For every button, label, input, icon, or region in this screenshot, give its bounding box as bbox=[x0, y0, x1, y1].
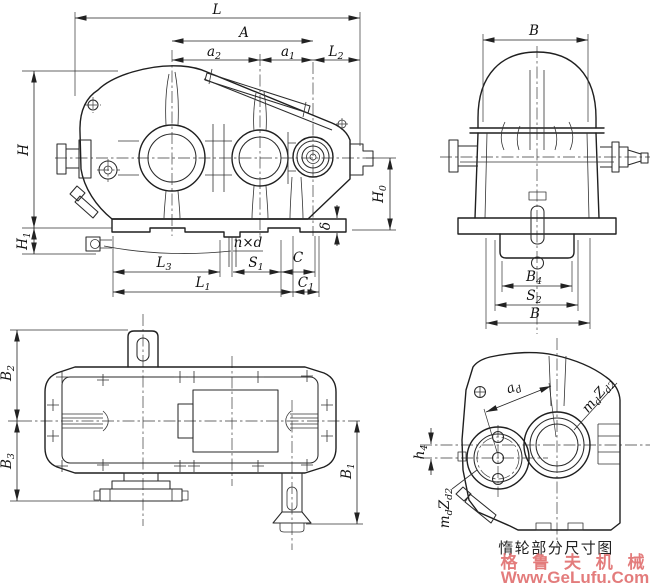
dim-label-mZ-upper: mdZd2 bbox=[579, 375, 619, 418]
front-view: L A a2 a1 L2 H H1 H0 δ n×d L3 S1 C L1 C1 bbox=[15, 2, 396, 297]
bearing-bores bbox=[87, 99, 347, 192]
watermark-brand: 格 鲁 夫 机 械 bbox=[501, 552, 650, 572]
front-dimensions: L A a2 a1 L2 H H1 H0 δ n×d L3 S1 C L1 C1 bbox=[15, 2, 396, 297]
dim-label-a1: a1 bbox=[281, 44, 295, 62]
dim-label-B2: B2 bbox=[0, 365, 17, 382]
dim-label-ad: ad bbox=[504, 377, 524, 399]
dim-label-nxd: n×d bbox=[234, 235, 263, 251]
dim-label-L1: L1 bbox=[194, 275, 210, 293]
dim-label-C1: C1 bbox=[298, 275, 314, 293]
dim-label-B4: B4 bbox=[525, 269, 542, 287]
top-center-lines bbox=[20, 314, 362, 550]
dim-label-B-bottom: B bbox=[529, 306, 540, 322]
side-input-shaft bbox=[448, 139, 478, 173]
watermark-url: Www.GeLufu.Com bbox=[501, 568, 650, 587]
dim-label-mZ-lower: mdZd2 bbox=[437, 488, 455, 528]
partial-housing bbox=[455, 351, 621, 531]
base-plate bbox=[111, 218, 347, 238]
watermark: 格 鲁 夫 机 械 Www.GeLufu.Com bbox=[501, 552, 650, 587]
side-dimensions: B B4 S2 B bbox=[482, 23, 591, 329]
dim-label-H1: H1 bbox=[15, 232, 33, 251]
dim-label-H: H bbox=[16, 144, 32, 157]
dim-label-S2: S2 bbox=[526, 288, 541, 306]
bottom-flange bbox=[93, 472, 189, 502]
breather-rod bbox=[204, 68, 311, 118]
dim-label-L2: L2 bbox=[327, 44, 343, 62]
housing-ribs bbox=[118, 71, 304, 220]
front-center-lines bbox=[55, 50, 376, 236]
dim-label-L3: L3 bbox=[155, 255, 171, 273]
dim-label-a2: a2 bbox=[207, 44, 221, 62]
dim-label-B1: B1 bbox=[339, 463, 357, 480]
front-shaft-bosses bbox=[56, 139, 374, 179]
side-housing bbox=[457, 51, 617, 270]
partial-center-lines bbox=[420, 338, 650, 548]
dim-label-C: C bbox=[293, 250, 304, 266]
oil-drain-plug bbox=[85, 236, 232, 254]
dim-label-L: L bbox=[212, 2, 222, 18]
bolt-cross-marks bbox=[47, 370, 333, 472]
dim-label-H0: H0 bbox=[371, 185, 389, 204]
top-dimensions: B2 B3 B1 bbox=[0, 329, 363, 525]
dim-label-B3: B3 bbox=[0, 453, 17, 470]
side-center-lines bbox=[440, 46, 650, 334]
dim-label-delta: δ bbox=[318, 222, 334, 230]
dim-label-B-top: B bbox=[528, 23, 539, 39]
side-output-shaft bbox=[600, 141, 649, 173]
side-view: B B4 S2 B bbox=[440, 23, 650, 334]
top-output-shaft bbox=[272, 472, 312, 533]
partial-dimensions: ad h4 mdZd2 mdZd2 bbox=[412, 375, 619, 528]
dim-label-A: A bbox=[237, 25, 249, 41]
top-view: B2 B3 B1 bbox=[0, 314, 363, 550]
oil-level-gauge bbox=[69, 185, 99, 219]
dim-label-S1: S1 bbox=[248, 255, 263, 273]
idler-gear-bores bbox=[466, 411, 591, 490]
partial-view: ad h4 mdZd2 mdZd2 惰轮部分尺寸图 bbox=[412, 338, 650, 557]
partial-view-caption: 惰轮部分尺寸图 bbox=[498, 540, 614, 557]
foundation-bolt-lines bbox=[228, 237, 237, 267]
dim-label-h4: h4 bbox=[412, 445, 430, 460]
